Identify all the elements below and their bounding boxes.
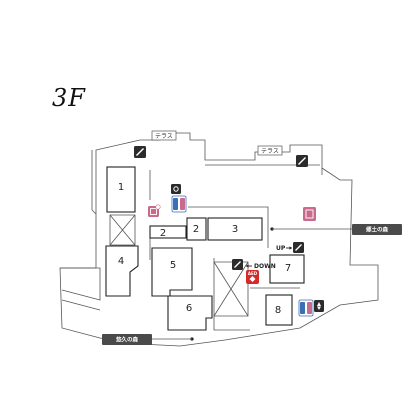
- elevator-icon: [171, 184, 181, 194]
- room-2-label: 2: [193, 224, 199, 235]
- room-6-label: 6: [186, 303, 192, 314]
- floor-title: 3F: [52, 84, 86, 112]
- down-label: DOWN: [254, 263, 276, 270]
- location-tag-kyodo[interactable]: 郷土の森: [270, 224, 402, 235]
- room-2-small[interactable]: 2: [149, 225, 187, 239]
- location-tag-kyodo-label: 郷土の森: [366, 226, 389, 234]
- elevator-icon: [314, 300, 324, 312]
- location-tag-yukyu[interactable]: 悠久の森: [102, 334, 194, 345]
- down-direction: DOWN: [246, 263, 276, 270]
- terrace-1: テラス: [151, 130, 177, 141]
- location-tag-yukyu-label: 悠久の森: [115, 336, 139, 344]
- room-4-label: 4: [118, 256, 124, 267]
- aed-label: AED: [248, 271, 258, 276]
- room-7[interactable]: 7: [269, 254, 305, 284]
- room-3[interactable]: 3: [207, 217, 263, 241]
- terrace-1-label: テラス: [155, 133, 173, 140]
- terrace-2-label: テラス: [261, 148, 279, 155]
- restroom-icon: [171, 195, 187, 213]
- terrace-2: テラス: [257, 145, 283, 156]
- room-2[interactable]: 2: [186, 217, 207, 241]
- room-7-label: 7: [285, 263, 291, 274]
- room-1[interactable]: 1: [106, 166, 136, 213]
- escalator-icon: [296, 155, 308, 167]
- room-4[interactable]: 4: [105, 245, 139, 297]
- restroom-icon: [298, 299, 314, 317]
- room-8-label: 8: [275, 305, 281, 316]
- escalator-icon: [134, 146, 146, 158]
- building-outline: [59, 132, 379, 347]
- room-5[interactable]: 5: [151, 247, 193, 297]
- room-1-label: 1: [118, 182, 124, 193]
- escalator-icon: [293, 242, 304, 253]
- nursing-room-icon: [303, 207, 316, 221]
- up-label: UP: [276, 245, 286, 252]
- room-3-label: 3: [232, 224, 238, 235]
- aed-icon: AED: [246, 270, 259, 284]
- room-6[interactable]: 6: [167, 295, 213, 331]
- multipurpose-restroom-icon: [148, 204, 161, 217]
- room-8[interactable]: 8: [265, 294, 293, 326]
- escalator-icon: [232, 259, 243, 270]
- room-2-small-label: 2: [160, 228, 166, 239]
- up-direction: UP: [276, 245, 292, 252]
- room-5-label: 5: [170, 260, 176, 271]
